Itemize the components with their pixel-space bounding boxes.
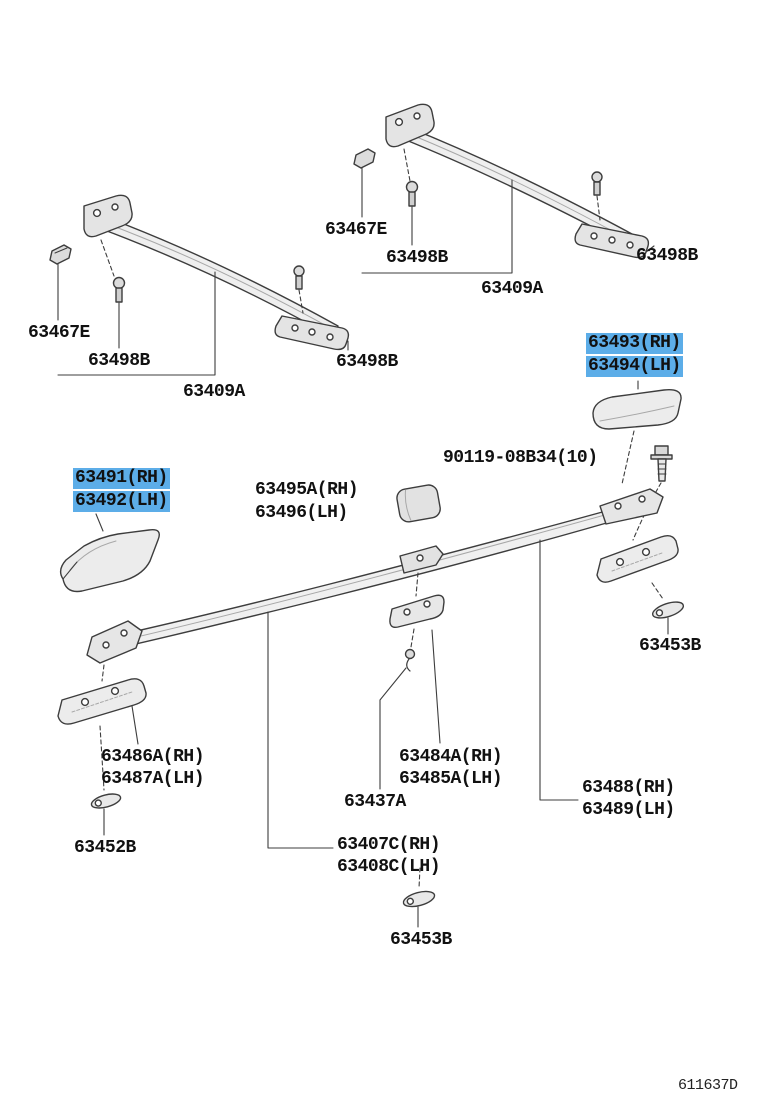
label-crossbar2-bolt: 63498B <box>386 248 448 268</box>
label-rear-foot-lh: 63489(LH) <box>582 800 675 820</box>
rear-foot-part <box>596 534 679 600</box>
label-pad-lh: 63496(LH) <box>255 503 348 523</box>
label-crossbar1-bracket-bolt: 63498B <box>336 352 398 372</box>
label-front-cover-rh: 63491(RH) <box>73 468 170 489</box>
roof-rail-part <box>86 488 664 664</box>
label-mounting-bolt: 90119-08B34(10) <box>443 448 598 468</box>
label-rear-foot-rh: 63488(RH) <box>582 778 675 798</box>
label-center-clip: 63437A <box>344 792 406 812</box>
front-foot-part <box>57 664 147 791</box>
bottom-link-part <box>402 867 436 928</box>
center-bracket-part <box>389 572 445 744</box>
label-crossbar2-clip: 63467E <box>325 220 387 240</box>
label-front-link: 63452B <box>74 838 136 858</box>
label-front-foot-lh: 63487A(LH) <box>101 769 205 789</box>
label-roof-rail-lh: 63408C(LH) <box>337 857 441 877</box>
label-rear-cover-rh: 63493(RH) <box>586 333 683 354</box>
label-crossbar1-bolt: 63498B <box>88 351 150 371</box>
label-rear-link: 63453B <box>639 636 701 656</box>
label-pad-rh: 63495A(RH) <box>255 480 359 500</box>
label-center-bracket-lh: 63485A(LH) <box>399 769 503 789</box>
front-cover-part <box>59 513 161 593</box>
label-bottom-link: 63453B <box>390 930 452 950</box>
label-crossbar2-bracket-bolt: 63498B <box>636 246 698 266</box>
rear-cover-part <box>592 380 682 485</box>
rear-link-part <box>651 601 685 635</box>
label-crossbar2-bar: 63409A <box>481 279 543 299</box>
label-roof-rail-rh: 63407C(RH) <box>337 835 441 855</box>
crossbar-assembly-left <box>49 194 350 376</box>
label-crossbar1-clip: 63467E <box>28 323 90 343</box>
diagram-code: 611637D <box>678 1077 738 1094</box>
label-front-foot-rh: 63486A(RH) <box>101 747 205 767</box>
leader-lines <box>267 539 579 849</box>
label-center-bracket-rh: 63484A(RH) <box>399 747 503 767</box>
front-link-part <box>90 793 122 836</box>
center-clip-part <box>379 648 416 790</box>
label-rear-cover-lh: 63494(LH) <box>586 356 683 377</box>
rubber-pad-part <box>396 484 441 523</box>
label-front-cover-lh: 63492(LH) <box>73 491 170 512</box>
crossbar-assembly-right <box>353 103 655 274</box>
label-crossbar1-bar: 63409A <box>183 382 245 402</box>
